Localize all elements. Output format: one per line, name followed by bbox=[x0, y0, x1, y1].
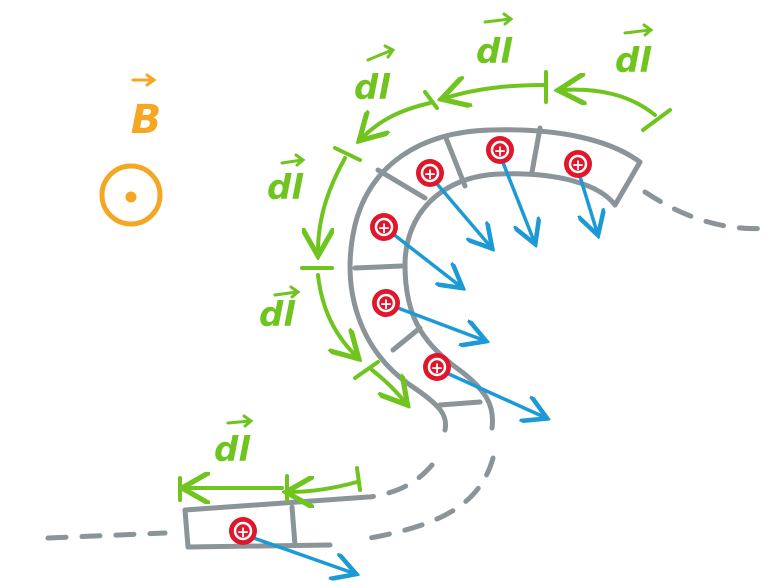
charge-disc bbox=[416, 159, 444, 187]
charge-ring bbox=[568, 154, 588, 174]
dl-arrow bbox=[318, 156, 347, 252]
charge-sign: + bbox=[572, 156, 585, 174]
dl-segments bbox=[178, 70, 672, 500]
pipe-straight-top-wall bbox=[182, 494, 371, 513]
dl-label-text: dl bbox=[354, 68, 391, 108]
pipe-partition bbox=[529, 125, 543, 175]
dl-arrow bbox=[445, 85, 547, 98]
positive-charge: + bbox=[564, 150, 592, 178]
dl-vector-arrow bbox=[623, 23, 654, 37]
dl-tick bbox=[641, 108, 672, 132]
dl-vector-arrow bbox=[280, 153, 306, 167]
pipe-straight-end-cap bbox=[182, 507, 191, 550]
dl-label: dl bbox=[259, 285, 301, 335]
charge-ring bbox=[374, 217, 394, 237]
pipe-dashed-continuation bbox=[45, 530, 168, 541]
dl-arrow bbox=[370, 368, 405, 402]
velocity-arrow bbox=[438, 368, 544, 417]
positive-charge: + bbox=[423, 353, 451, 381]
velocity-arrow bbox=[386, 228, 460, 286]
dl-tick bbox=[353, 360, 380, 380]
dl-vector-arrow bbox=[273, 285, 301, 299]
charge-disc bbox=[564, 150, 592, 178]
dl-label-text: dl bbox=[615, 41, 652, 81]
field-label-vector-arrowhead bbox=[145, 73, 157, 87]
positive-charge: + bbox=[229, 517, 257, 545]
charge-disc bbox=[370, 213, 398, 241]
charge-sign: + bbox=[378, 219, 391, 237]
dl-labels: dl dl dl dl dl dl bbox=[214, 12, 654, 470]
pipe-inner-wall bbox=[402, 171, 618, 431]
charge-disc bbox=[486, 136, 514, 164]
field-out-of-page-circle bbox=[99, 163, 163, 227]
positive-charge: + bbox=[370, 213, 398, 241]
dl-label: dl bbox=[615, 23, 654, 81]
pipe-end-right bbox=[612, 159, 643, 208]
dl-label: dl bbox=[267, 153, 306, 208]
pipe-partition bbox=[289, 504, 298, 548]
dl-arrow bbox=[362, 101, 432, 138]
positive-charge: + bbox=[486, 136, 514, 164]
dl-label-text: dl bbox=[476, 32, 513, 72]
charge-disc bbox=[229, 517, 257, 545]
dl-label: dl bbox=[354, 44, 396, 108]
pipe-outer-wall bbox=[347, 127, 643, 433]
charge-ring bbox=[376, 293, 396, 313]
charge-sign: + bbox=[424, 165, 437, 183]
dl-arrow bbox=[316, 273, 356, 356]
dl-vector-arrow bbox=[366, 44, 396, 62]
pipe-partition bbox=[352, 263, 405, 271]
dl-label-text: dl bbox=[259, 295, 296, 335]
positive-charges: + + + + + + + bbox=[229, 136, 592, 545]
field-label: B bbox=[131, 97, 162, 143]
field-out-of-page-dot bbox=[125, 191, 137, 203]
velocity-arrow bbox=[243, 533, 353, 573]
charge-sign: + bbox=[494, 142, 507, 160]
pipe-dashed-continuation bbox=[367, 462, 435, 500]
conductor-pipe bbox=[45, 125, 773, 550]
velocity-arrow bbox=[388, 303, 483, 340]
dl-tick bbox=[355, 466, 362, 492]
velocity-arrow bbox=[576, 168, 597, 232]
dl-tick bbox=[423, 90, 439, 110]
pipe-partition bbox=[375, 167, 428, 201]
charge-sign: + bbox=[380, 295, 393, 313]
dl-arrow bbox=[562, 90, 657, 117]
pipe-partition bbox=[437, 399, 483, 408]
positive-charge: + bbox=[416, 159, 444, 187]
dl-label: dl bbox=[214, 414, 254, 470]
dl-label-text: dl bbox=[267, 168, 304, 208]
velocity-arrow bbox=[430, 176, 490, 246]
velocity-arrows bbox=[243, 153, 597, 573]
pipe-partition bbox=[390, 325, 423, 353]
pipe-dashed-continuation bbox=[642, 189, 773, 232]
dl-vector-arrow bbox=[226, 414, 254, 428]
charge-ring bbox=[490, 140, 510, 160]
charge-ring bbox=[427, 357, 447, 377]
velocity-arrow bbox=[498, 153, 534, 241]
charge-sign: + bbox=[431, 359, 444, 377]
dl-tick bbox=[333, 146, 362, 162]
charge-disc bbox=[372, 289, 400, 317]
pipe-dashed-continuation bbox=[367, 455, 496, 541]
pipe-straight-bottom-wall bbox=[185, 542, 333, 550]
magnetic-field-indicator: B bbox=[99, 73, 163, 227]
pipe-partition bbox=[443, 135, 468, 189]
charge-ring bbox=[420, 163, 440, 183]
charge-sign: + bbox=[237, 523, 250, 541]
dl-arrow bbox=[290, 482, 359, 492]
charge-ring bbox=[233, 521, 253, 541]
dl-label: dl bbox=[476, 12, 514, 72]
charge-disc bbox=[423, 353, 451, 381]
dl-label-text: dl bbox=[214, 430, 251, 470]
dl-vector-arrow bbox=[483, 12, 514, 26]
positive-charge: + bbox=[372, 289, 400, 317]
